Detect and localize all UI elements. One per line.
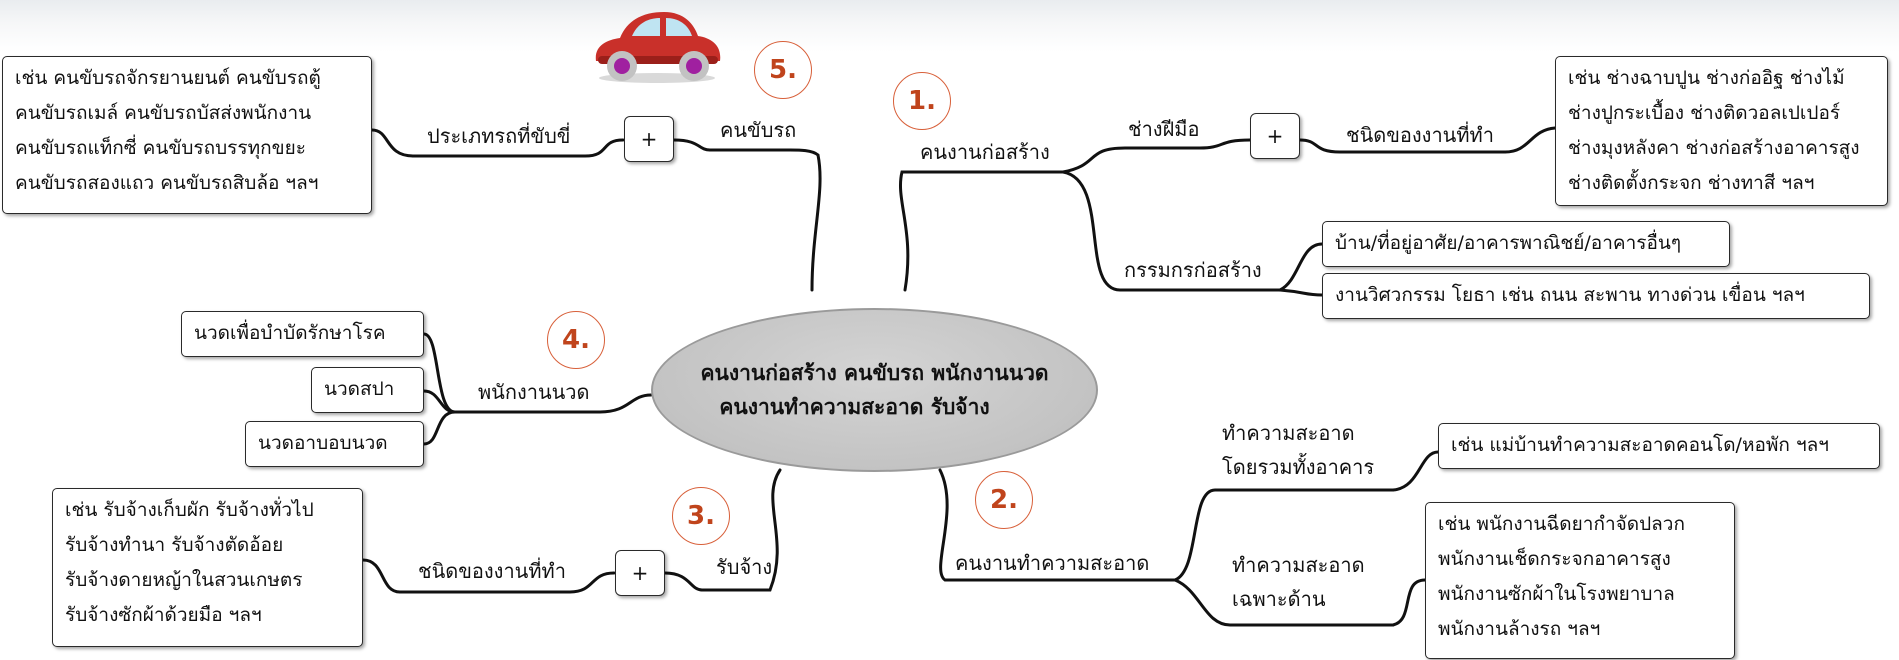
- massage-item-bath: นวดอาบอบนวด: [245, 421, 424, 467]
- detail-line: ช่างปูกระเบื้อง ช่างติดวอลเปเปอร์: [1568, 102, 1841, 124]
- vehicle-type-label[interactable]: ประเภทรถที่ขับขี่: [427, 124, 571, 148]
- detail-line: คนขับรถแท็กซี่ คนขับรถบรรทุกขยะ: [15, 137, 306, 159]
- link-specific-detail: [1391, 578, 1427, 627]
- detail-line: รับจ้างซักผ้าด้วยมือ ฯลฯ: [65, 604, 262, 626]
- link-center-b2: [938, 468, 1177, 582]
- skilled-worker-label[interactable]: ช่างฝีมือ: [1128, 117, 1200, 141]
- center-line-1: คนงานก่อสร้าง คนขับรถ พนักงานนวด: [700, 361, 1049, 385]
- link-b1-laborer: [1061, 170, 1282, 292]
- header-gradient: [0, 0, 1899, 52]
- cleaning-specific-detail: เช่น พนักงานฉีดยากำจัดปลวก พนักงานเช็ดกร…: [1425, 502, 1735, 659]
- branch-number-2: 2.: [975, 471, 1033, 529]
- branch-label-driver[interactable]: คนขับรถ: [720, 118, 797, 142]
- link-b1-skilled: [1061, 146, 1202, 174]
- link-laborer-item1: [1278, 242, 1324, 292]
- label-line: โดยรวมทั้งอาคาร: [1222, 455, 1375, 479]
- detail-line: คนขับรถสองแถว คนขับรถสิบล้อ ฯลฯ: [15, 172, 319, 194]
- link-whole-detail: [1391, 450, 1440, 492]
- link-b3-plus: [663, 571, 704, 592]
- detail-line: พนักงานเช็ดกระจกอาคารสูง: [1438, 548, 1671, 570]
- cleaning-specific-label[interactable]: ทำความสะอาด เฉพาะด้าน: [1232, 548, 1365, 616]
- expand-hired-button[interactable]: +: [615, 550, 665, 596]
- link-b4-item3: [422, 410, 457, 446]
- detail-line: เช่น ช่างฉาบปูน ช่างก่ออิฐ ช่างไม้: [1568, 67, 1845, 89]
- hired-detail-box: เช่น รับจ้างเก็บผัก รับจ้างทั่วไป รับจ้า…: [52, 488, 363, 647]
- driver-detail-box: เช่น คนขับรถจักรยานยนต์ คนขับรถตู้ คนขับ…: [2, 56, 372, 214]
- link-center-b1: [898, 170, 1065, 292]
- massage-item-spa: นวดสปา: [311, 367, 424, 413]
- link-sublabel5-detail: [370, 128, 415, 158]
- link-b2-whole: [1173, 488, 1395, 582]
- skilled-detail-box: เช่น ช่างฉาบปูน ช่างก่ออิฐ ช่างไม้ ช่างป…: [1555, 56, 1888, 206]
- laborer-item-civil-works: งานวิศวกรรม โยธา เช่น ถนน สะพาน ทางด่วน …: [1322, 273, 1870, 319]
- link-center-b4: [453, 393, 653, 414]
- detail-line: คนขับรถเมล์ คนขับรถบัสส่งพนักงาน: [15, 102, 312, 124]
- skilled-job-type-label[interactable]: ชนิดของงานที่ทำ: [1346, 123, 1494, 147]
- link-sub-detail: [1503, 126, 1557, 154]
- detail-line: เช่น พนักงานฉีดยากำจัดปลวก: [1438, 513, 1685, 535]
- detail-line: ช่างติดตั้งกระจก ช่างทาสี ฯลฯ: [1568, 172, 1815, 194]
- link-plus-sub: [1298, 138, 1507, 154]
- link-center-b3: [700, 468, 782, 592]
- cleaning-whole-detail: เช่น แม่บ้านทำความสะอาดคอนโด/หอพัก ฯลฯ: [1438, 423, 1880, 469]
- label-line: เฉพาะด้าน: [1232, 587, 1326, 611]
- construction-laborer-label[interactable]: กรรมกรก่อสร้าง: [1124, 258, 1262, 282]
- link-center-b5: [708, 148, 822, 292]
- branch-number-1: 1.: [893, 72, 951, 130]
- branch-number-4: 4.: [547, 311, 605, 369]
- detail-line: พนักงานซักผ้าในโรงพยาบาล: [1438, 583, 1675, 605]
- cleaning-whole-label[interactable]: ทำความสะอาด โดยรวมทั้งอาคาร: [1222, 416, 1374, 484]
- laborer-item-buildings: บ้าน/ที่อยู่อาศัย/อาคารพาณิชย์/อาคารอื่น…: [1322, 221, 1730, 267]
- branch-label-hired[interactable]: รับจ้าง: [716, 555, 773, 579]
- center-node[interactable]: คนงานก่อสร้าง คนขับรถ พนักงานนวด คนงานทำ…: [651, 308, 1098, 472]
- detail-line: รับจ้างดายหญ้าในสวนเกษตร: [65, 569, 303, 591]
- link-laborer-item2: [1278, 288, 1324, 297]
- detail-line: เช่น คนขับรถจักรยานยนต์ คนขับรถตู้: [15, 67, 321, 89]
- expand-driver-button[interactable]: +: [624, 116, 674, 162]
- branch-number-5: 5.: [754, 41, 812, 99]
- branch-label-cleaning[interactable]: คนงานทำความสะอาด: [955, 551, 1150, 575]
- detail-line: รับจ้างทำนา รับจ้างตัดอ้อย: [65, 534, 284, 556]
- branch-label-massage[interactable]: พนักงานนวด: [478, 380, 590, 404]
- detail-line: ช่างมุงหลังคา ช่างก่อสร้างอาคารสูง: [1568, 137, 1860, 159]
- expand-skilled-button[interactable]: +: [1250, 113, 1300, 159]
- link-sublabel3-detail: [361, 558, 402, 594]
- link-b5-plus: [672, 138, 712, 152]
- link-skilled-plus: [1198, 138, 1252, 150]
- detail-line: เช่น รับจ้างเก็บผัก รับจ้างทั่วไป: [65, 499, 314, 521]
- label-line: ทำความสะอาด: [1232, 553, 1365, 577]
- link-plus-sublabel5: [411, 138, 625, 158]
- branch-number-3: 3.: [672, 487, 730, 545]
- hired-job-type-label[interactable]: ชนิดของงานที่ทำ: [418, 559, 566, 583]
- link-plus-sublabel3: [398, 571, 616, 594]
- center-line-2: คนงานทำความสะอาด รับจ้าง: [719, 395, 990, 419]
- massage-item-therapy: นวดเพื่อบำบัดรักษาโรค: [181, 311, 424, 357]
- red-toy-car-icon: [595, 12, 721, 83]
- branch-label-construction[interactable]: คนงานก่อสร้าง: [920, 140, 1050, 164]
- detail-line: พนักงานล้างรถ ฯลฯ: [1438, 618, 1601, 640]
- label-line: ทำความสะอาด: [1222, 421, 1355, 445]
- link-b2-specific: [1173, 578, 1395, 627]
